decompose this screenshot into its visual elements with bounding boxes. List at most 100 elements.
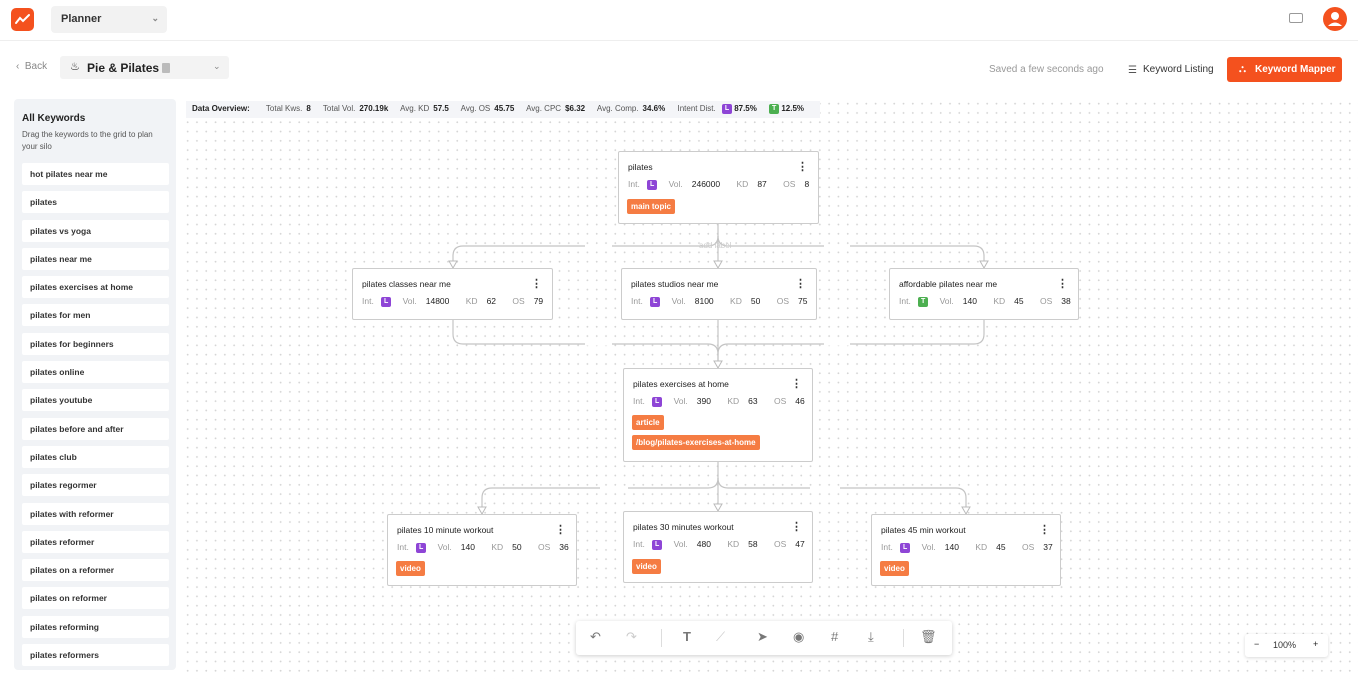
zoom-out-button[interactable]: − [1254,639,1260,649]
avatar[interactable] [1323,7,1347,31]
vol-value: 390 [696,396,711,406]
back-button[interactable]: ‹ Back [16,61,48,72]
keyword-item[interactable]: pilates on reformer [22,587,169,610]
node-tag[interactable]: article [632,415,664,430]
keyword-listing-button[interactable]: ☰ Keyword Listing [1116,57,1223,82]
eye-icon[interactable]: ◉ [793,629,805,644]
more-options-icon[interactable]: ⋮ [555,524,566,536]
int-label: Int. [881,542,893,552]
workspace-select[interactable]: Planner ⌄ [51,6,167,33]
text-tool-icon[interactable]: T [683,629,691,644]
vol-label: Vol. [673,539,688,549]
avg-cpc-value: $6.32 [565,104,586,114]
grid-icon[interactable]: # [831,629,839,644]
keyword-item[interactable]: pilates on a reformer [22,559,169,582]
keyword-mapper-button[interactable]: ⛬ Keyword Mapper [1227,57,1342,82]
os-label: OS [783,179,796,189]
trash-icon[interactable]: 🗑 [920,629,937,644]
more-options-icon[interactable]: ⋮ [531,278,542,290]
pen-tool-icon[interactable]: ⟋ [716,629,726,644]
keyword-node[interactable]: pilates studios near me ⋮ Int. L Vol.810… [621,268,817,320]
node-tag[interactable]: /blog/pilates-exercises-at-home [632,435,760,450]
keyword-item[interactable]: pilates reformers [22,644,169,667]
vol-value: 140 [962,296,977,306]
keyword-node[interactable]: pilates 45 min workout ⋮ Int. L Vol.140 … [871,514,1061,586]
zoom-level: 100% [1273,640,1297,650]
vol-value: 480 [696,539,711,549]
keyword-item[interactable]: pilates with reformer [22,502,169,525]
intent-badge-l: L [721,104,732,114]
document-icon[interactable] [162,63,170,73]
keyword-item[interactable]: pilates reformer [22,530,169,553]
os-label: OS [773,396,787,406]
keyword-node[interactable]: pilates classes near me ⋮ Int. L Vol.148… [352,268,553,320]
node-tag[interactable]: video [632,559,661,574]
keyword-item[interactable]: pilates youtube [22,389,169,412]
kd-value: 50 [750,296,761,306]
node-tag[interactable]: video [880,561,909,576]
int-label: Int. [633,539,645,549]
keyword-item[interactable]: pilates before and after [22,417,169,440]
keyword-item[interactable]: pilates regormer [22,474,169,497]
node-tag[interactable]: main topic [627,199,676,214]
keyword-node[interactable]: pilates 10 minute workout ⋮ Int. L Vol.1… [387,514,577,586]
app-logo[interactable] [11,8,34,31]
pointer-tool-icon[interactable]: ➤ [757,629,768,644]
intent-l-pct: 87.5% [734,104,757,114]
chevron-down-icon: ⌄ [213,61,221,71]
redo-icon[interactable]: ↷ [626,629,637,644]
keyword-item[interactable]: pilates for men [22,304,169,327]
intent-badge-t: T [769,104,780,114]
project-select[interactable]: ♨ Pie & Pilates ⌄ [60,56,229,79]
more-options-icon[interactable]: ⋮ [795,278,806,290]
node-keyword: pilates 10 minute workout [397,525,494,535]
more-options-icon[interactable]: ⋮ [791,378,802,390]
zoom-in-button[interactable]: + [1313,639,1319,649]
keyword-item[interactable]: pilates near me [22,247,169,270]
node-keyword: pilates [628,162,653,172]
keyword-item[interactable]: pilates reforming [22,615,169,638]
kd-label: KD [727,396,740,406]
more-options-icon[interactable]: ⋮ [1039,524,1050,536]
keyword-node[interactable]: pilates 30 minutes workout ⋮ Int. L Vol.… [623,511,813,583]
keyword-node[interactable]: affordable pilates near me ⋮ Int. T Vol.… [889,268,1079,320]
keyword-node[interactable]: pilates exercises at home ⋮ Int. L Vol.3… [623,368,813,462]
vol-label: Vol. [921,542,936,552]
keyword-item[interactable]: pilates online [22,361,169,384]
avg-os-value: 45.75 [494,104,515,114]
node-tag[interactable]: video [396,561,425,576]
overview-title: Data Overview: [192,104,250,114]
undo-icon[interactable]: ↶ [590,629,601,644]
os-label: OS [512,296,525,306]
intent-badge: L [900,542,911,553]
total-vol-value: 270.19k [359,104,389,114]
keyword-item[interactable]: pilates club [22,445,169,468]
keyboard-icon[interactable] [1289,13,1303,23]
avg-comp-label: Avg. Comp. [596,104,639,114]
more-options-icon[interactable]: ⋮ [791,521,802,533]
zoom-control: − 100% + [1245,634,1328,657]
keyword-item[interactable]: pilates vs yoga [22,219,169,242]
keyword-item[interactable]: hot pilates near me [22,163,169,185]
os-value: 75 [797,296,808,306]
more-options-icon[interactable]: ⋮ [1057,278,1068,290]
saved-status: Saved a few seconds ago [989,64,1104,75]
avg-kd-label: Avg. KD [400,104,430,114]
add-label-link[interactable]: add label [699,241,732,250]
int-label: Int. [633,396,645,406]
keyword-item[interactable]: pilates exercises at home [22,276,169,299]
more-options-icon[interactable]: ⋮ [797,161,808,173]
keyword-item[interactable]: pilates for beginners [22,332,169,355]
download-icon[interactable]: ⤓ [868,629,874,644]
keyword-item[interactable]: pilates [22,191,169,214]
os-label: OS [1021,542,1035,552]
kd-value: 45 [1014,296,1024,306]
os-value: 46 [795,396,805,406]
os-value: 37 [1043,542,1053,552]
